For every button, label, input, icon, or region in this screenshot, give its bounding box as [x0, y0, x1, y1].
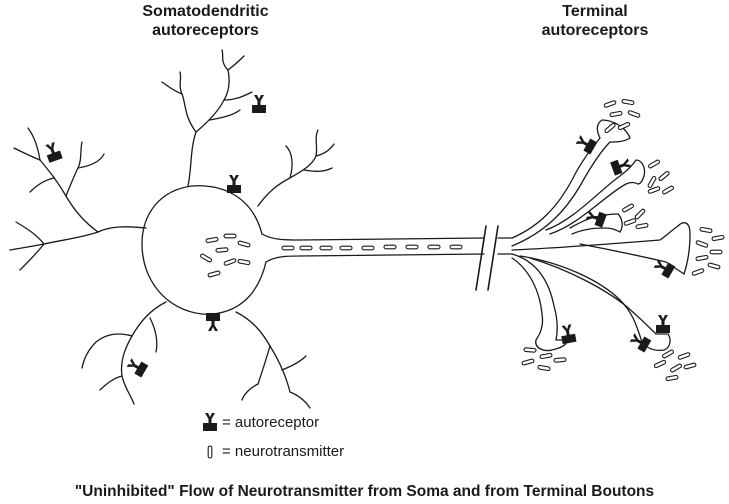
bouton-3	[617, 213, 623, 233]
terminal-label-line2: autoreceptors	[541, 22, 649, 39]
terminal-label: Terminal autoreceptors	[520, 2, 670, 40]
somatodendritic-label: Somatodendritic autoreceptors	[118, 2, 293, 40]
legend-autoreceptor-text: = autoreceptor	[222, 414, 320, 431]
axon	[261, 225, 513, 291]
legend-neurotransmitter-text: = neurotransmitter	[222, 443, 345, 460]
neurotransmitters-soma	[199, 233, 251, 278]
neurotransmitters-axon	[281, 244, 463, 251]
axon-terminals	[511, 119, 691, 352]
legend-neurotransmitter-symbol	[207, 445, 213, 459]
bouton-4	[677, 222, 691, 275]
legend-autoreceptor-symbol	[203, 413, 217, 431]
somatodendritic-label-line1: Somatodendritic	[142, 3, 269, 20]
terminal-label-line1: Terminal	[562, 3, 628, 20]
bouton-6	[639, 333, 671, 352]
bouton-1	[596, 119, 631, 143]
bouton-2	[635, 159, 646, 185]
soma-dendrites	[9, 49, 335, 409]
somatodendritic-label-line2: autoreceptors	[152, 22, 259, 39]
figure-caption: "Uninhibited" Flow of Neurotransmitter f…	[74, 483, 655, 500]
soma	[141, 185, 267, 315]
